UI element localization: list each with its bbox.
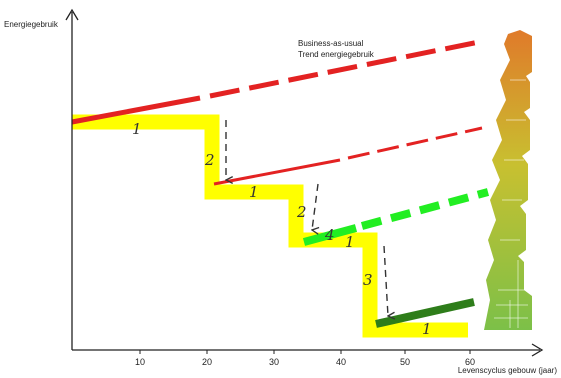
business-as-usual-line-solid <box>71 95 201 125</box>
building-icon <box>484 30 532 330</box>
step-label: 3 <box>363 271 373 289</box>
annotation-line-2: Trend energiegebruik <box>298 50 375 59</box>
y-axis-label: Energiegebruik <box>4 20 59 29</box>
x-tick-label: 60 <box>465 357 475 367</box>
step-label: 2 <box>204 151 215 169</box>
step-label: 1 <box>345 233 355 251</box>
dark-green-trend-line <box>375 298 475 328</box>
arrow-icon <box>383 245 388 316</box>
x-tick-label: 30 <box>269 357 279 367</box>
step-label: 1 <box>249 183 259 201</box>
improvement-step-path <box>72 114 468 338</box>
x-axis-arrow-icon <box>531 343 544 357</box>
annotation-line-1: Business-as-usual <box>298 39 364 48</box>
x-tick-label: 50 <box>400 357 410 367</box>
step-label: 4 <box>324 226 335 244</box>
x-tick-label: 20 <box>202 357 212 367</box>
x-ticks <box>139 350 471 354</box>
arrow-icon <box>312 183 318 230</box>
x-tick-label: 10 <box>135 357 145 367</box>
step-label: 1 <box>132 120 142 138</box>
step-label: 1 <box>422 320 432 338</box>
green-trend-line-solid <box>302 224 358 246</box>
green-trend-line-dashed <box>360 188 490 230</box>
red-trend-line-solid <box>213 158 341 186</box>
red-trend-line-dashed <box>347 126 483 160</box>
x-axis-label: Levenscyclus gebouw (jaar) <box>458 366 557 375</box>
step-label: 2 <box>296 203 307 221</box>
y-axis-arrow-icon <box>65 8 79 21</box>
business-as-usual-line-dashed <box>209 38 485 99</box>
x-tick-label: 40 <box>336 357 346 367</box>
